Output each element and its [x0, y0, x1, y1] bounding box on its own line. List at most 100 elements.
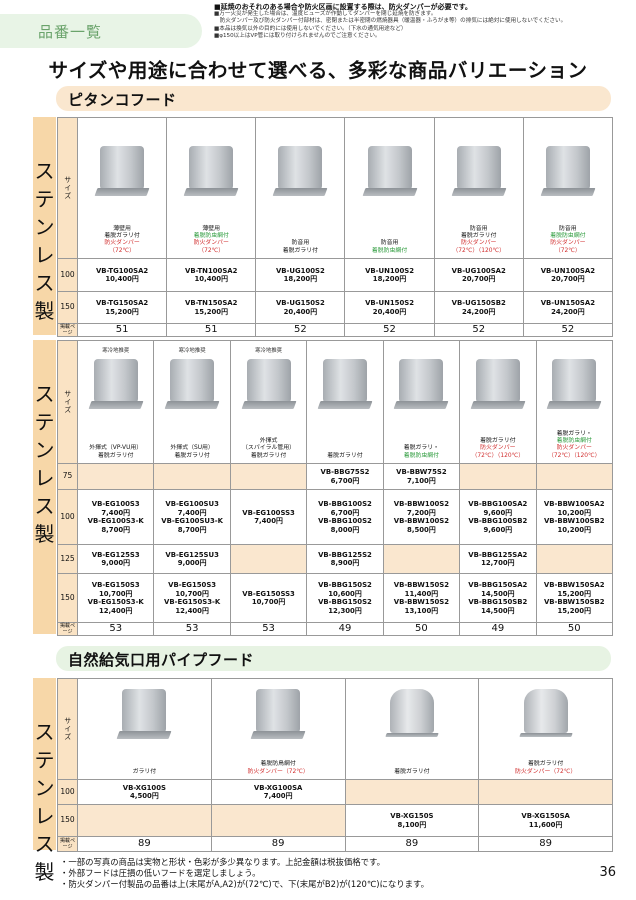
product-code: VB-EG125S3: [91, 550, 140, 559]
caption-line: 外揮式: [259, 438, 278, 445]
product-code: VB-EG150S3-K: [164, 598, 221, 606]
caption-line: 外揮式（VP-VU用）: [89, 445, 143, 452]
hood-photo-icon: [385, 689, 439, 739]
hood-body-icon: [122, 689, 167, 733]
section-band-pipehood: 自然給気口用パイプフード: [56, 646, 611, 671]
product-price: 10,700円: [98, 589, 133, 598]
hood-lip-icon: [183, 188, 239, 196]
product-price: 8,700円: [101, 525, 131, 534]
product-code: VB-BBG150S2: [318, 581, 372, 589]
note-line: 防火ダンパー及び防火ダンパー付部材は、密閉または半密閉の燃焼器具（暖温器・ふろが…: [214, 18, 567, 25]
material-label-3: ステンレス製: [33, 678, 56, 884]
section-band-label: ピタンコフード: [68, 91, 177, 109]
product-code: VB-BBW100S2: [393, 500, 450, 508]
product-price: 9,600円: [483, 525, 513, 534]
product-code: VB-UG100SA2: [451, 266, 506, 275]
product-caption: 着脱防鳥網付防火ダンパー（72℃）: [212, 761, 345, 776]
caption-line: （72℃）（120℃）: [547, 452, 601, 459]
product-code: VB-EG100S3-K: [87, 517, 144, 525]
caption-line: 防火ダンパー: [550, 240, 586, 247]
product-note: 寒冷地推奨: [178, 348, 206, 354]
product-price: 18,200円: [283, 275, 318, 283]
page-ref-value: 53: [76, 622, 155, 636]
product-price: 14,500円: [481, 606, 515, 615]
product-code: VB-EG150S3-K: [87, 598, 144, 606]
caption-line: 防火ダンパー: [556, 445, 592, 452]
hood-photo-icon: [250, 689, 306, 739]
page-ref-value: 50: [535, 622, 613, 636]
caption-line: 着脱ガラリ・: [556, 430, 592, 437]
footer-line: ・外部フードは圧損の低いフードを選定しましょう。: [60, 868, 261, 878]
product-code-cell: [210, 804, 346, 837]
hood-lip-icon: [116, 731, 172, 739]
product-image-cell: 薄壁用着脱防虫網付防火ダンパー（72℃）: [166, 117, 257, 259]
hood-body-icon: [389, 689, 434, 733]
product-price: 10,400円: [194, 275, 228, 283]
product-price: 9,600円: [483, 508, 513, 517]
hood-photo-icon: [241, 359, 297, 409]
caption-line: 防火ダンパー: [193, 240, 229, 247]
product-caption: 防音用着脱ガラリ付: [256, 240, 344, 255]
product-image-cell: 着脱ガラリ・着脱防虫網付: [382, 340, 461, 464]
product-code: VB-TG100SA2: [95, 266, 149, 275]
product-price: 6,700円: [330, 508, 360, 517]
product-code: VB-BBG100S2: [318, 517, 372, 525]
hood-photo-icon: [317, 359, 373, 409]
product-code: VB-TN100SA2: [185, 266, 238, 275]
product-price: 15,200円: [105, 307, 139, 316]
size-header: サイズ: [57, 117, 78, 259]
hood-photo-icon: [88, 359, 144, 409]
size-header: サイズ: [57, 678, 78, 780]
product-caption: 着脱ガラリ付防火ダンパー（72℃）（120℃）: [460, 438, 535, 460]
product-price: 15,200円: [557, 589, 591, 598]
product-price: 10,400円: [105, 275, 139, 283]
image-row: サイズ薄壁用着脱ガラリ付防火ダンパー（72℃）薄壁用着脱防虫網付防火ダンパー（7…: [57, 117, 613, 259]
hood-lip-icon: [451, 188, 507, 196]
product-code: VB-BBW150S2: [393, 598, 450, 606]
product-code: VB-EG100SS3: [242, 508, 295, 517]
product-image-cell: 寒冷地推奨外揮式（VP-VU用）着脱ガラリ付: [76, 340, 155, 464]
product-caption: 防音用着脱ガラリ付防火ダンパー（72℃）（120℃）: [435, 226, 523, 255]
hood-photo-icon: [393, 359, 449, 409]
hood-lip-icon: [393, 401, 449, 409]
hood-body-icon: [278, 146, 323, 190]
hood-photo-icon: [470, 359, 526, 409]
product-code: VB-UG100S2: [275, 266, 325, 275]
caption-line: 着脱ガラリ付: [98, 452, 134, 459]
caption-line: ガラリ付: [132, 768, 157, 775]
product-code-cell: [459, 463, 537, 490]
product-caption: 薄壁用着脱防虫網付防火ダンパー（72℃）: [167, 226, 255, 255]
caption-line: 着脱ガラリ付: [394, 768, 430, 775]
hood-body-icon: [523, 689, 568, 733]
page-ref-header: 掲載ページ: [57, 622, 78, 636]
product-cell: 着脱ガラリ付: [307, 341, 382, 463]
product-code: VB-EG150S3: [91, 581, 140, 589]
caption-line: 防火ダンパー: [104, 240, 140, 247]
size-value: 100: [57, 489, 78, 545]
hood-body-icon: [367, 146, 412, 190]
product-price: 7,400円: [263, 792, 293, 800]
product-caption: 着脱ガラリ付防火ダンパー（72℃）: [479, 761, 612, 776]
hood-photo-icon: [540, 146, 596, 196]
product-caption: 外揮式（スパイラル管用）着脱ガラリ付: [231, 438, 306, 460]
product-image-cell: 着脱ガラリ・着脱防虫網付防火ダンパー（72℃）（120℃）: [535, 340, 613, 464]
product-price: 14,500円: [481, 589, 515, 598]
product-cell: 寒冷地推奨外揮式（VP-VU用）着脱ガラリ付: [78, 341, 153, 463]
product-caption: 薄壁用着脱ガラリ付防火ダンパー（72℃）: [78, 226, 166, 255]
